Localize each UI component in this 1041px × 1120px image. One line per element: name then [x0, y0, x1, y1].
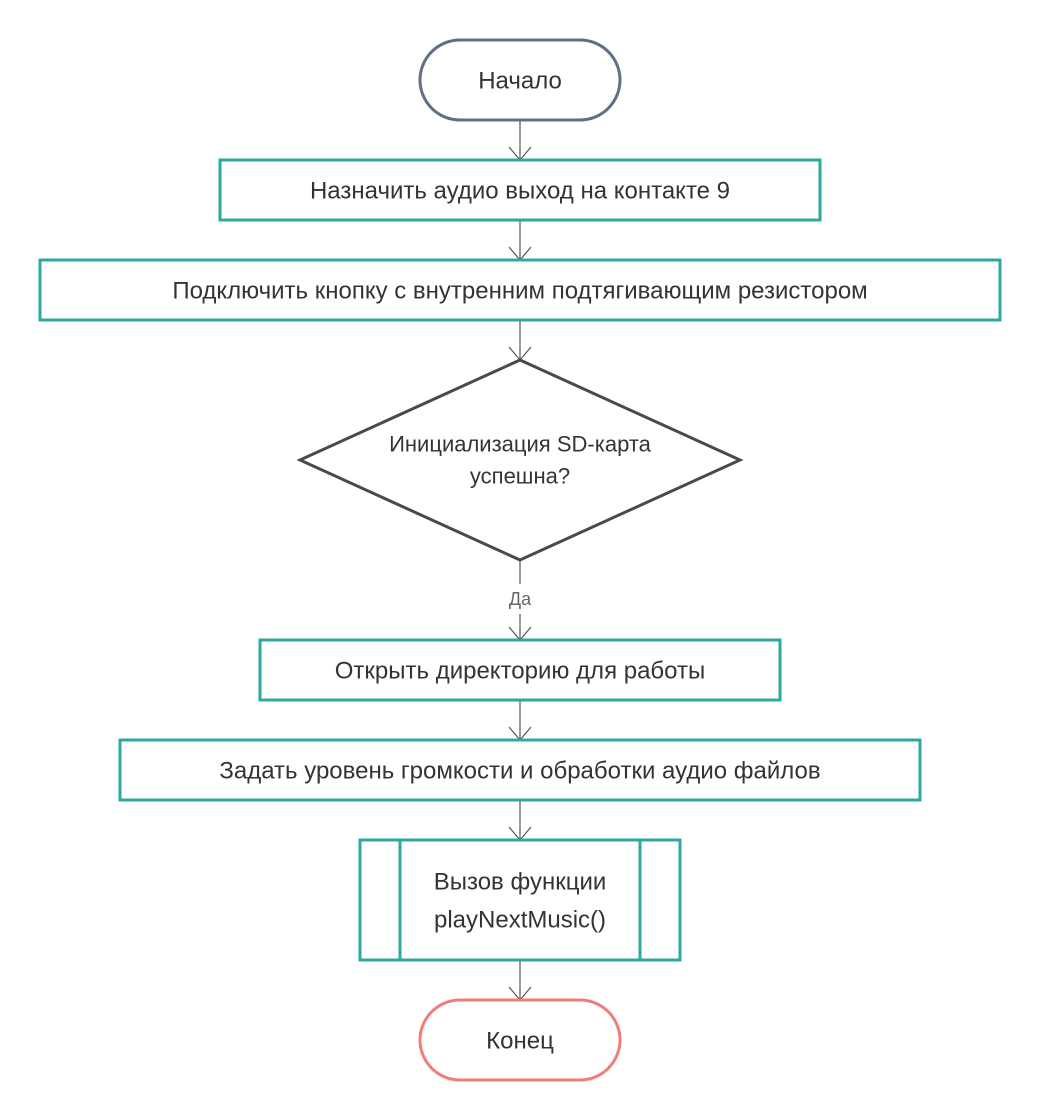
- edge-open-dir-to-set-volume: [508, 700, 532, 741]
- node-label-start: Начало: [478, 67, 562, 94]
- node-open-dir: Открыть директорию для работы: [258, 638, 782, 702]
- subroutine-box: [358, 838, 682, 962]
- node-label-sd-init-line-2: успешна?: [470, 464, 570, 489]
- start-terminator-shape: [418, 38, 622, 122]
- node-label-call-func-line-1: Вызов функции: [434, 868, 607, 895]
- node-label-connect-button: Подключить кнопку с внутренним подтягива…: [172, 277, 867, 304]
- edge-connect-button-to-sd-init: [508, 320, 532, 361]
- node-assign-audio: Назначить аудио выход на контакте 9: [218, 158, 822, 222]
- node-start: Начало: [418, 38, 622, 122]
- process-box: [218, 158, 822, 222]
- node-connect-button: Подключить кнопку с внутренним подтягива…: [38, 258, 1002, 322]
- process-box: [38, 258, 1002, 322]
- node-label-assign-audio: Назначить аудио выход на контакте 9: [310, 177, 730, 204]
- edge-call-func-to-end: [508, 960, 532, 1001]
- node-sd-init: Инициализация SD-карта успешна?: [296, 358, 744, 562]
- node-label-call-func-line-2: playNextMusic(): [434, 906, 606, 933]
- node-label-sd-init-line-1: Инициализация SD-карта: [389, 432, 652, 457]
- process-box: [118, 738, 922, 802]
- end-terminator-shape: [418, 998, 622, 1082]
- node-label-open-dir: Открыть директорию для работы: [335, 657, 705, 684]
- edge-set-volume-to-call-func: [508, 800, 532, 841]
- decision-diamond: [296, 358, 744, 562]
- edge-assign-audio-to-connect-button: [508, 220, 532, 261]
- node-call-func: Вызов функции playNextMusic(): [358, 838, 682, 962]
- edge-sd-init-to-open-dir: Да: [508, 560, 532, 641]
- process-box: [258, 638, 782, 702]
- node-set-volume: Задать уровень громкости и обработки ауд…: [118, 738, 922, 802]
- edge-label-yes: Да: [509, 589, 532, 609]
- node-label-end: Конец: [486, 1027, 554, 1054]
- node-end: Конец: [418, 998, 622, 1082]
- edge-start-to-assign-audio: [508, 120, 532, 161]
- node-label-set-volume: Задать уровень громкости и обработки ауд…: [219, 757, 820, 784]
